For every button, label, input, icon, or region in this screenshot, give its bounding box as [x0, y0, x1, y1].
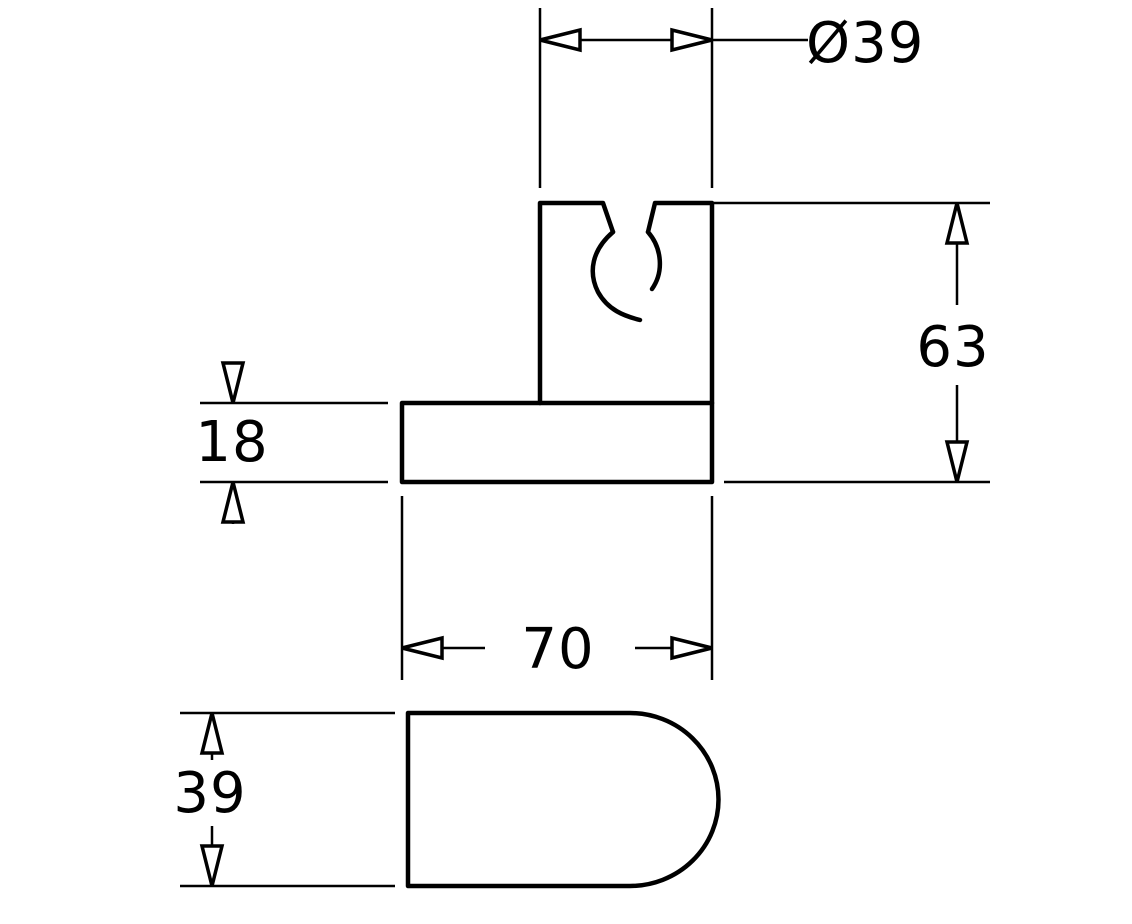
arrowhead-bottom — [944, 440, 970, 483]
dimension-depth: 39 — [173, 711, 395, 888]
arrowhead-top — [944, 202, 970, 245]
height-total-label: 63 — [916, 315, 989, 380]
arrowhead-left — [539, 27, 582, 53]
arrowhead-up — [220, 481, 246, 524]
diameter-label: Ø39 — [806, 11, 924, 76]
arrowhead-down — [220, 361, 246, 404]
arrowhead-right — [670, 635, 713, 661]
front-view — [399, 200, 715, 485]
arrowhead-right — [670, 27, 713, 53]
dimension-height-total: 63 — [714, 201, 990, 484]
arrowhead-left — [401, 635, 444, 661]
width-label: 70 — [521, 617, 594, 682]
upright-plate — [537, 200, 715, 406]
keyhole-slot — [590, 229, 663, 323]
dimension-diameter: Ø39 — [538, 8, 924, 188]
arrowhead-up — [199, 712, 225, 755]
dimension-width: 70 — [400, 496, 714, 682]
base-thickness-label: 18 — [195, 410, 268, 475]
depth-label: 39 — [173, 761, 246, 826]
base-plate — [399, 400, 715, 485]
top-view-plate — [405, 710, 721, 889]
arrowhead-down — [199, 844, 225, 887]
dimension-base-thickness: 18 — [195, 361, 388, 524]
